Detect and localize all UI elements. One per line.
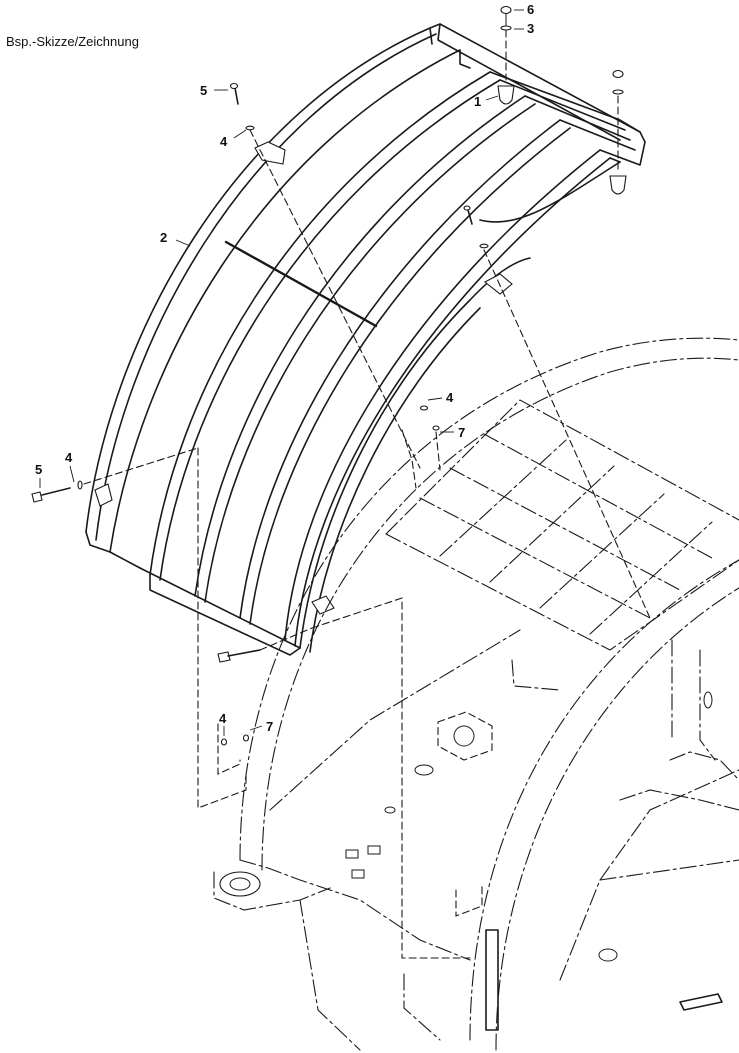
callout-4-bottom: 4 <box>219 711 227 726</box>
callout-7-bottom: 7 <box>266 719 273 734</box>
guard-grille <box>85 23 646 656</box>
callout-7-mid: 7 <box>458 425 465 440</box>
callout-4-left: 4 <box>65 450 73 465</box>
callout-1: 1 <box>474 94 481 109</box>
callout-6: 6 <box>527 2 534 17</box>
callout-5-left: 5 <box>35 462 42 477</box>
callout-3: 3 <box>527 21 534 36</box>
fasteners <box>31 5 651 746</box>
callout-4-mid: 4 <box>446 390 454 405</box>
assembly-guides <box>197 429 483 959</box>
drawing-caption: Bsp.-Skizze/Zeichnung <box>6 34 139 49</box>
callout-4-top: 4 <box>220 134 228 149</box>
callout-leaders <box>39 9 524 736</box>
callout-5-top: 5 <box>200 83 207 98</box>
vehicle-frame <box>213 337 739 1051</box>
callout-2: 2 <box>160 230 167 245</box>
callout-labels: 6 3 1 2 5 4 5 4 4 7 4 7 <box>35 2 534 734</box>
